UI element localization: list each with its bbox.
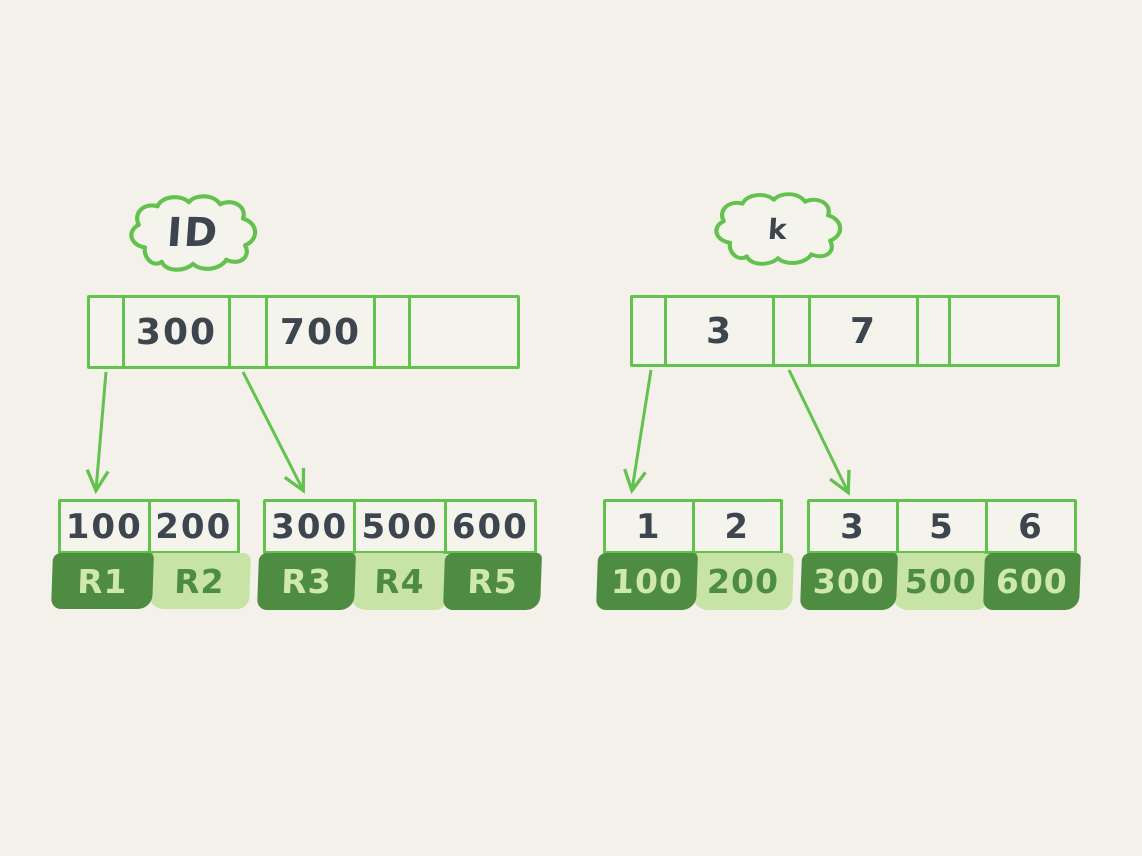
key-cell: 5	[899, 502, 988, 551]
cloud-label-k: k	[705, 192, 851, 266]
key-cell: 7	[811, 298, 919, 364]
left-leaf2-records: R3 R4 R5	[257, 553, 542, 610]
right-leaf1-keys: 1 2	[603, 499, 783, 554]
right-leaf2-records: 300 500 600	[800, 553, 1082, 610]
left-leaf1-keys: 100 200	[58, 499, 240, 554]
right-root-node: 3 7	[630, 295, 1060, 367]
key-cell: 300	[125, 298, 231, 366]
key-cell: 300	[266, 502, 357, 551]
record-box: 200	[692, 553, 794, 610]
pointer-cell	[633, 298, 667, 364]
right-leaf2-keys: 3 5 6	[807, 499, 1077, 554]
cloud-text-k: k	[766, 212, 790, 246]
left-leaf1-records: R1 R2	[51, 553, 251, 609]
left-leaf2-keys: 300 500 600	[263, 499, 537, 554]
empty-cell	[951, 298, 1057, 364]
record-box: 500	[891, 553, 990, 610]
record-box: R2	[148, 553, 251, 609]
pointer-cell	[376, 298, 411, 366]
key-cell: 500	[356, 502, 447, 551]
key-cell: 6	[1018, 506, 1044, 547]
key-cell: 100	[61, 502, 151, 551]
arrow-right-leaf2	[787, 369, 851, 496]
key-cell: 3	[667, 298, 775, 364]
key-cell: 600	[451, 506, 529, 547]
record-box: R5	[443, 553, 542, 610]
empty-cell	[411, 298, 517, 366]
arrow-right-leaf1	[623, 369, 653, 495]
record-box: 100	[596, 553, 698, 610]
record-box: R3	[257, 553, 356, 610]
arrow-left-leaf2	[241, 371, 306, 494]
pointer-cell	[90, 298, 125, 366]
key-cell: 700	[268, 298, 376, 366]
arrow-left-leaf1	[85, 371, 110, 495]
cloud-icon	[714, 192, 843, 266]
key-cell: 1	[606, 502, 695, 551]
key-cell: 3	[810, 502, 899, 551]
pointer-cell	[775, 298, 811, 364]
cloud-label-id: ID	[120, 194, 266, 272]
right-leaf1-records: 100 200	[596, 553, 794, 610]
record-box: 300	[800, 553, 898, 610]
left-root-node: 300 700	[87, 295, 520, 369]
record-box: 600	[983, 553, 1082, 610]
pointer-cell	[231, 298, 268, 366]
record-box: R4	[350, 553, 449, 610]
key-cell: 200	[155, 506, 233, 547]
key-cell: 2	[724, 506, 751, 547]
record-box: R1	[51, 553, 154, 609]
pointer-cell	[919, 298, 951, 364]
cloud-text-id: ID	[165, 210, 221, 256]
cloud-icon	[129, 194, 258, 272]
